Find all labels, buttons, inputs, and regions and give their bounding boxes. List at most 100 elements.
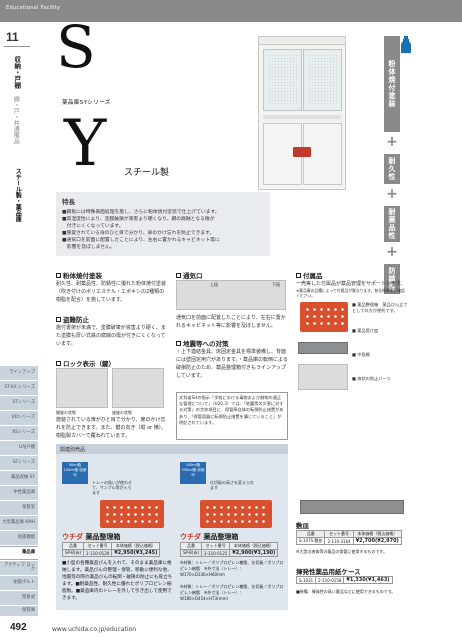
drip-tray-image (298, 342, 348, 354)
lock-closed-photo (112, 368, 164, 408)
section-powder-title: 粉体焼付塗装 (56, 270, 102, 280)
nav-item-st[interactable]: STシリーズ (0, 396, 38, 410)
product-tray-image (100, 500, 164, 528)
cabinet-top (259, 37, 345, 45)
spec-table: 品番セット番号本体価格（税込価格） SP-B(赤)2-110-0125¥2,90… (179, 542, 279, 557)
drip-tray-title: 敷皿 (296, 522, 309, 530)
nav-item-active-lock[interactable]: アクティブ ロック (0, 561, 38, 575)
section-key-text: 施錠されている扉がひと目で分かり、扉のかけ忘れを防止できます。また、鍵の向き（縦… (56, 417, 167, 439)
footer-url[interactable]: www.uchida.co.jp/education (52, 626, 137, 633)
capacity-badge: 50ml瓶 100ml瓶 収納可 (62, 462, 88, 484)
paper-case-title: 揮発性薬品用紙ケース (296, 568, 361, 576)
regulation-note-box: 文科省SHの指示「学校における毒物および劇物の適正な管理について」（H20.3）… (176, 392, 288, 440)
cabinet-glass-door-left (263, 49, 302, 111)
features-box: 特長 ■鋼板には特殊表面処理を施し、さらに粉体焼付塗装で仕上げています。 ■高湿… (56, 192, 270, 256)
section-vent-text: 通気口を前面に配置したことにより、左右に置かれるキャビネット等に影響を及ぼしませ… (176, 315, 286, 329)
features-title: 特長 (62, 198, 75, 206)
nav-item-storage[interactable]: 保管庫 (0, 606, 38, 616)
nav-item-wall-mount[interactable]: 壁掛式 (0, 591, 38, 605)
shelf-image (298, 364, 348, 390)
top-header-bar (0, 0, 462, 22)
chemical-tray-image (300, 302, 348, 332)
product-tray-image (200, 500, 272, 528)
lock-open-photo (56, 368, 108, 408)
cabinet-middle-rail (263, 115, 341, 119)
chapter-divider (4, 46, 30, 47)
nav-item-storage-room[interactable]: 保管室 (0, 501, 38, 515)
product-caption: 仕切板の高さを変えられます (210, 480, 254, 490)
steel-label: スチール製 (124, 168, 170, 178)
plus-sign: + (386, 134, 398, 150)
feature-item: 付きにくくなっています。 (62, 224, 124, 229)
badge-durability: 耐久性 (384, 154, 400, 184)
series-name: 薬品庫SYシリーズ (62, 100, 111, 106)
nav-item-kmh[interactable]: 大型薬品庫 KMH (0, 516, 38, 530)
chapter-number: 11 (6, 30, 19, 44)
product-name: ウチダ 薬品整理箱 (62, 533, 121, 541)
nav-item-kd[interactable]: KDシリーズ (0, 411, 38, 425)
plus-sign: + (386, 244, 398, 260)
nav-item-sf[interactable]: SFシリーズ (0, 456, 38, 470)
nav-item-seismic-bolt[interactable]: 耐震ボルト (0, 576, 38, 590)
chapter-label: 収納・戸棚 (12, 56, 21, 89)
nav-item-st-kx[interactable]: ST-KX シリーズ (0, 381, 38, 395)
current-section-label: スチール製・薬品庫 (14, 168, 22, 222)
vent-photo (176, 280, 286, 310)
drip-tray-note: ※大型の液体等の薬品の保管に使用するものです。 (296, 549, 387, 554)
section-earthquake-text: ・上下連結金具、床固定金具を標準装備し、背面には壁固定用穴があります。・薬品庫の… (176, 349, 288, 379)
feature-item: ■鋼板には特殊表面処理を施し、さらに粉体焼付塗装で仕上げています。 (62, 210, 220, 215)
nav-item-seismic[interactable]: 耐震機能 (0, 531, 38, 545)
page-number: 492 (10, 622, 27, 633)
section-vent-title: 通気口 (176, 270, 203, 280)
related-products-header: 関連別売品 (56, 444, 288, 454)
product-name: ウチダ 薬品整理箱 (180, 533, 239, 541)
cabinet-label-plate (293, 147, 311, 157)
vent-label-top: 上段 (210, 282, 218, 287)
cabinet-glass-door-right (303, 49, 342, 111)
vent-label-bottom: 下段 (272, 282, 280, 287)
product-description: ■小型の各種薬品びんを入れて、そのまま薬品庫に格納します。薬品びんの整理・保管、… (62, 561, 173, 601)
paper-case-note: ■装備：揮発性の高い薬品などに使用できるものです。 (296, 589, 396, 594)
accessory-item: ■ 薬品受け皿 (352, 328, 379, 333)
lock-closed-caption: 施錠の状態 (112, 410, 132, 415)
badge-rust-resistance: 防錆性 (384, 264, 400, 294)
product-caption: トレーの扱いが使わせて、サンプル等が入ります (92, 480, 132, 495)
drip-tray-product-image (300, 500, 404, 514)
nav-item-chemical-cabinet[interactable]: 薬品庫 (0, 546, 38, 560)
nav-item-uaj[interactable]: UAJ戸棚 (0, 441, 38, 455)
badge-chemical-resistance: 耐薬品性 (384, 206, 400, 242)
nav-item-lineup[interactable]: ラインアップ (0, 366, 38, 380)
product-spec-right: ※材質：トレー／ポリプロピレン樹脂、仕切板／ポリプロピレン樹脂 ※外寸法（トレー… (180, 560, 284, 577)
product-spec-left: ※材質：トレー／ポリプロピレン樹脂、仕切板／ポリプロピレン樹脂 ※外寸法（トレー… (180, 584, 284, 601)
nav-item-ks[interactable]: KSシリーズ (0, 426, 38, 440)
feature-item: 影響を及ぼしません。 (62, 245, 115, 250)
section-antitheft-title: 盗難防止 (56, 314, 89, 324)
section-antitheft-text: 施付書架が未満で、塗膜破壊が液害より硬く、また塗膜も厚い式鉄の腐蝕の傷が付きにく… (56, 325, 166, 347)
feature-item: ■施錠されている扉のひと目で分かり、扉のかけ忘れを防止できます。 (62, 231, 215, 236)
cabinet-illustration (258, 36, 346, 190)
badge-powder-coating: 粉体焼付塗装 (384, 36, 400, 132)
nav-item-sy[interactable]: 薬品収納 SY (0, 471, 38, 485)
accessory-item: ■ 液状の防止パーツ (352, 376, 391, 381)
feature-item: ■高湿度性により、塗膜破損が液害より硬くなり、鋼の腐蝕となる傷が (62, 217, 215, 222)
nav-item-neutral[interactable]: 中性薬品庫 (0, 486, 38, 500)
accessory-intro: 一売実した付属品が薬品管理をサポートします。 (296, 281, 406, 287)
accessory-item: ■ 中段棚 (352, 352, 370, 357)
section-powder-text: 耐久性、耐薬品性、防錆性に優れた粉体焼付塗装（吹き付けのポリエステル・エポキシの… (56, 281, 167, 303)
accessory-note: ※薬品庫の品種によって付属品が異なります。各仕様欄をご確認ください。 (296, 288, 405, 298)
section-key-title: ロック表示（鍵） (56, 358, 115, 368)
bottle-icon (401, 36, 411, 53)
related-products-panel (56, 454, 288, 610)
chapter-sub-label: 棚・戸・共通備品 (12, 96, 20, 144)
hero-letter-y: Y (64, 107, 107, 181)
lock-open-caption: 開錠の状態 (56, 410, 76, 415)
plus-sign: + (386, 186, 398, 202)
capacity-badge: 100ml瓶 250ml瓶 収納可 (180, 462, 206, 484)
accessory-item: ■ 薬品整理箱 薬品びん立てとしての方が便利です。 (352, 302, 408, 313)
feature-item: ■通気口を前面に配置したことにより、左右に置かれるキャビネット等に (62, 238, 220, 243)
hero-letter-s: S (56, 13, 96, 81)
section-accessory-title: 付属品 (296, 270, 323, 280)
header-label: Educational Facility (6, 5, 61, 11)
